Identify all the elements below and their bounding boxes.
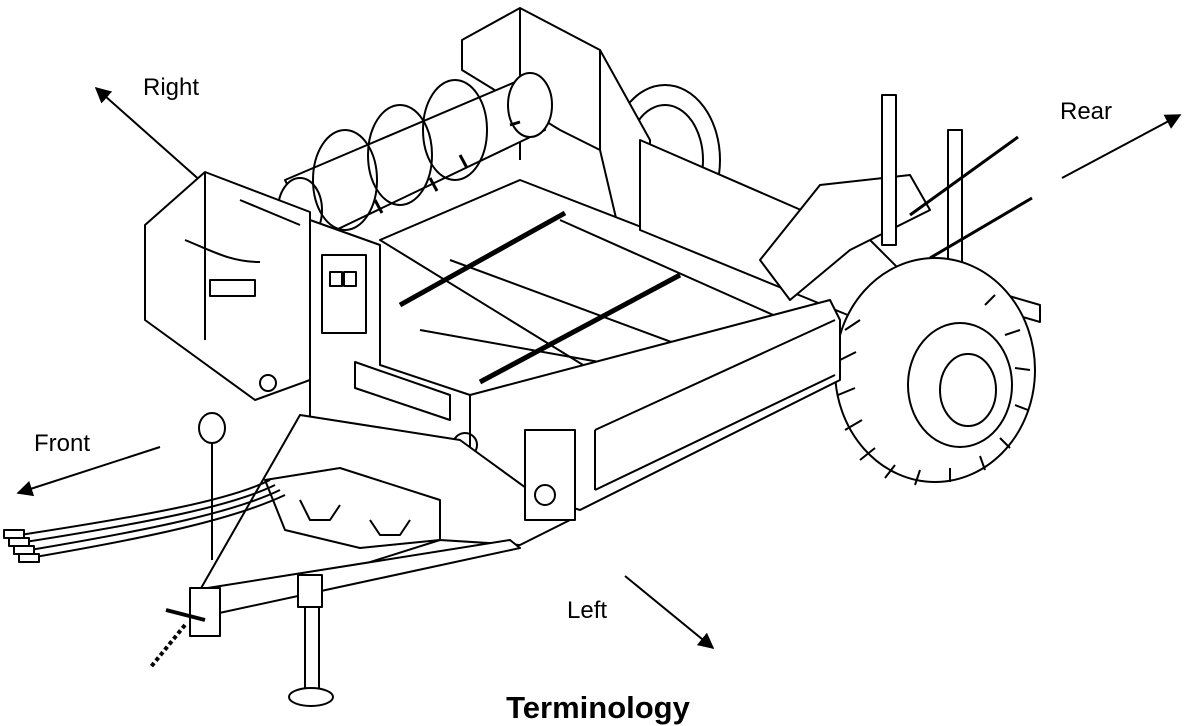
arrow-left (624, 575, 715, 650)
rear-post-left (881, 94, 897, 246)
hydraulic-hoses (19, 479, 286, 558)
label-left: Left (567, 597, 608, 624)
front-wall (259, 219, 478, 476)
parking-stand (198, 412, 226, 560)
arrow-rear (1061, 114, 1182, 179)
hose-couplers (3, 529, 40, 563)
rear-right-tire (834, 257, 1036, 486)
gearbox-housing (144, 171, 311, 401)
label-right: Right (143, 74, 200, 101)
arrow-front (16, 446, 161, 497)
diagram-title: Terminology (506, 690, 690, 725)
label-rear: Rear (1060, 98, 1113, 125)
jack-stand (288, 574, 334, 707)
label-front: Front (34, 430, 91, 457)
side-bracket (524, 429, 576, 521)
safety-chain (148, 623, 187, 670)
tongue-frame (165, 414, 571, 637)
arrow-right (94, 86, 204, 184)
